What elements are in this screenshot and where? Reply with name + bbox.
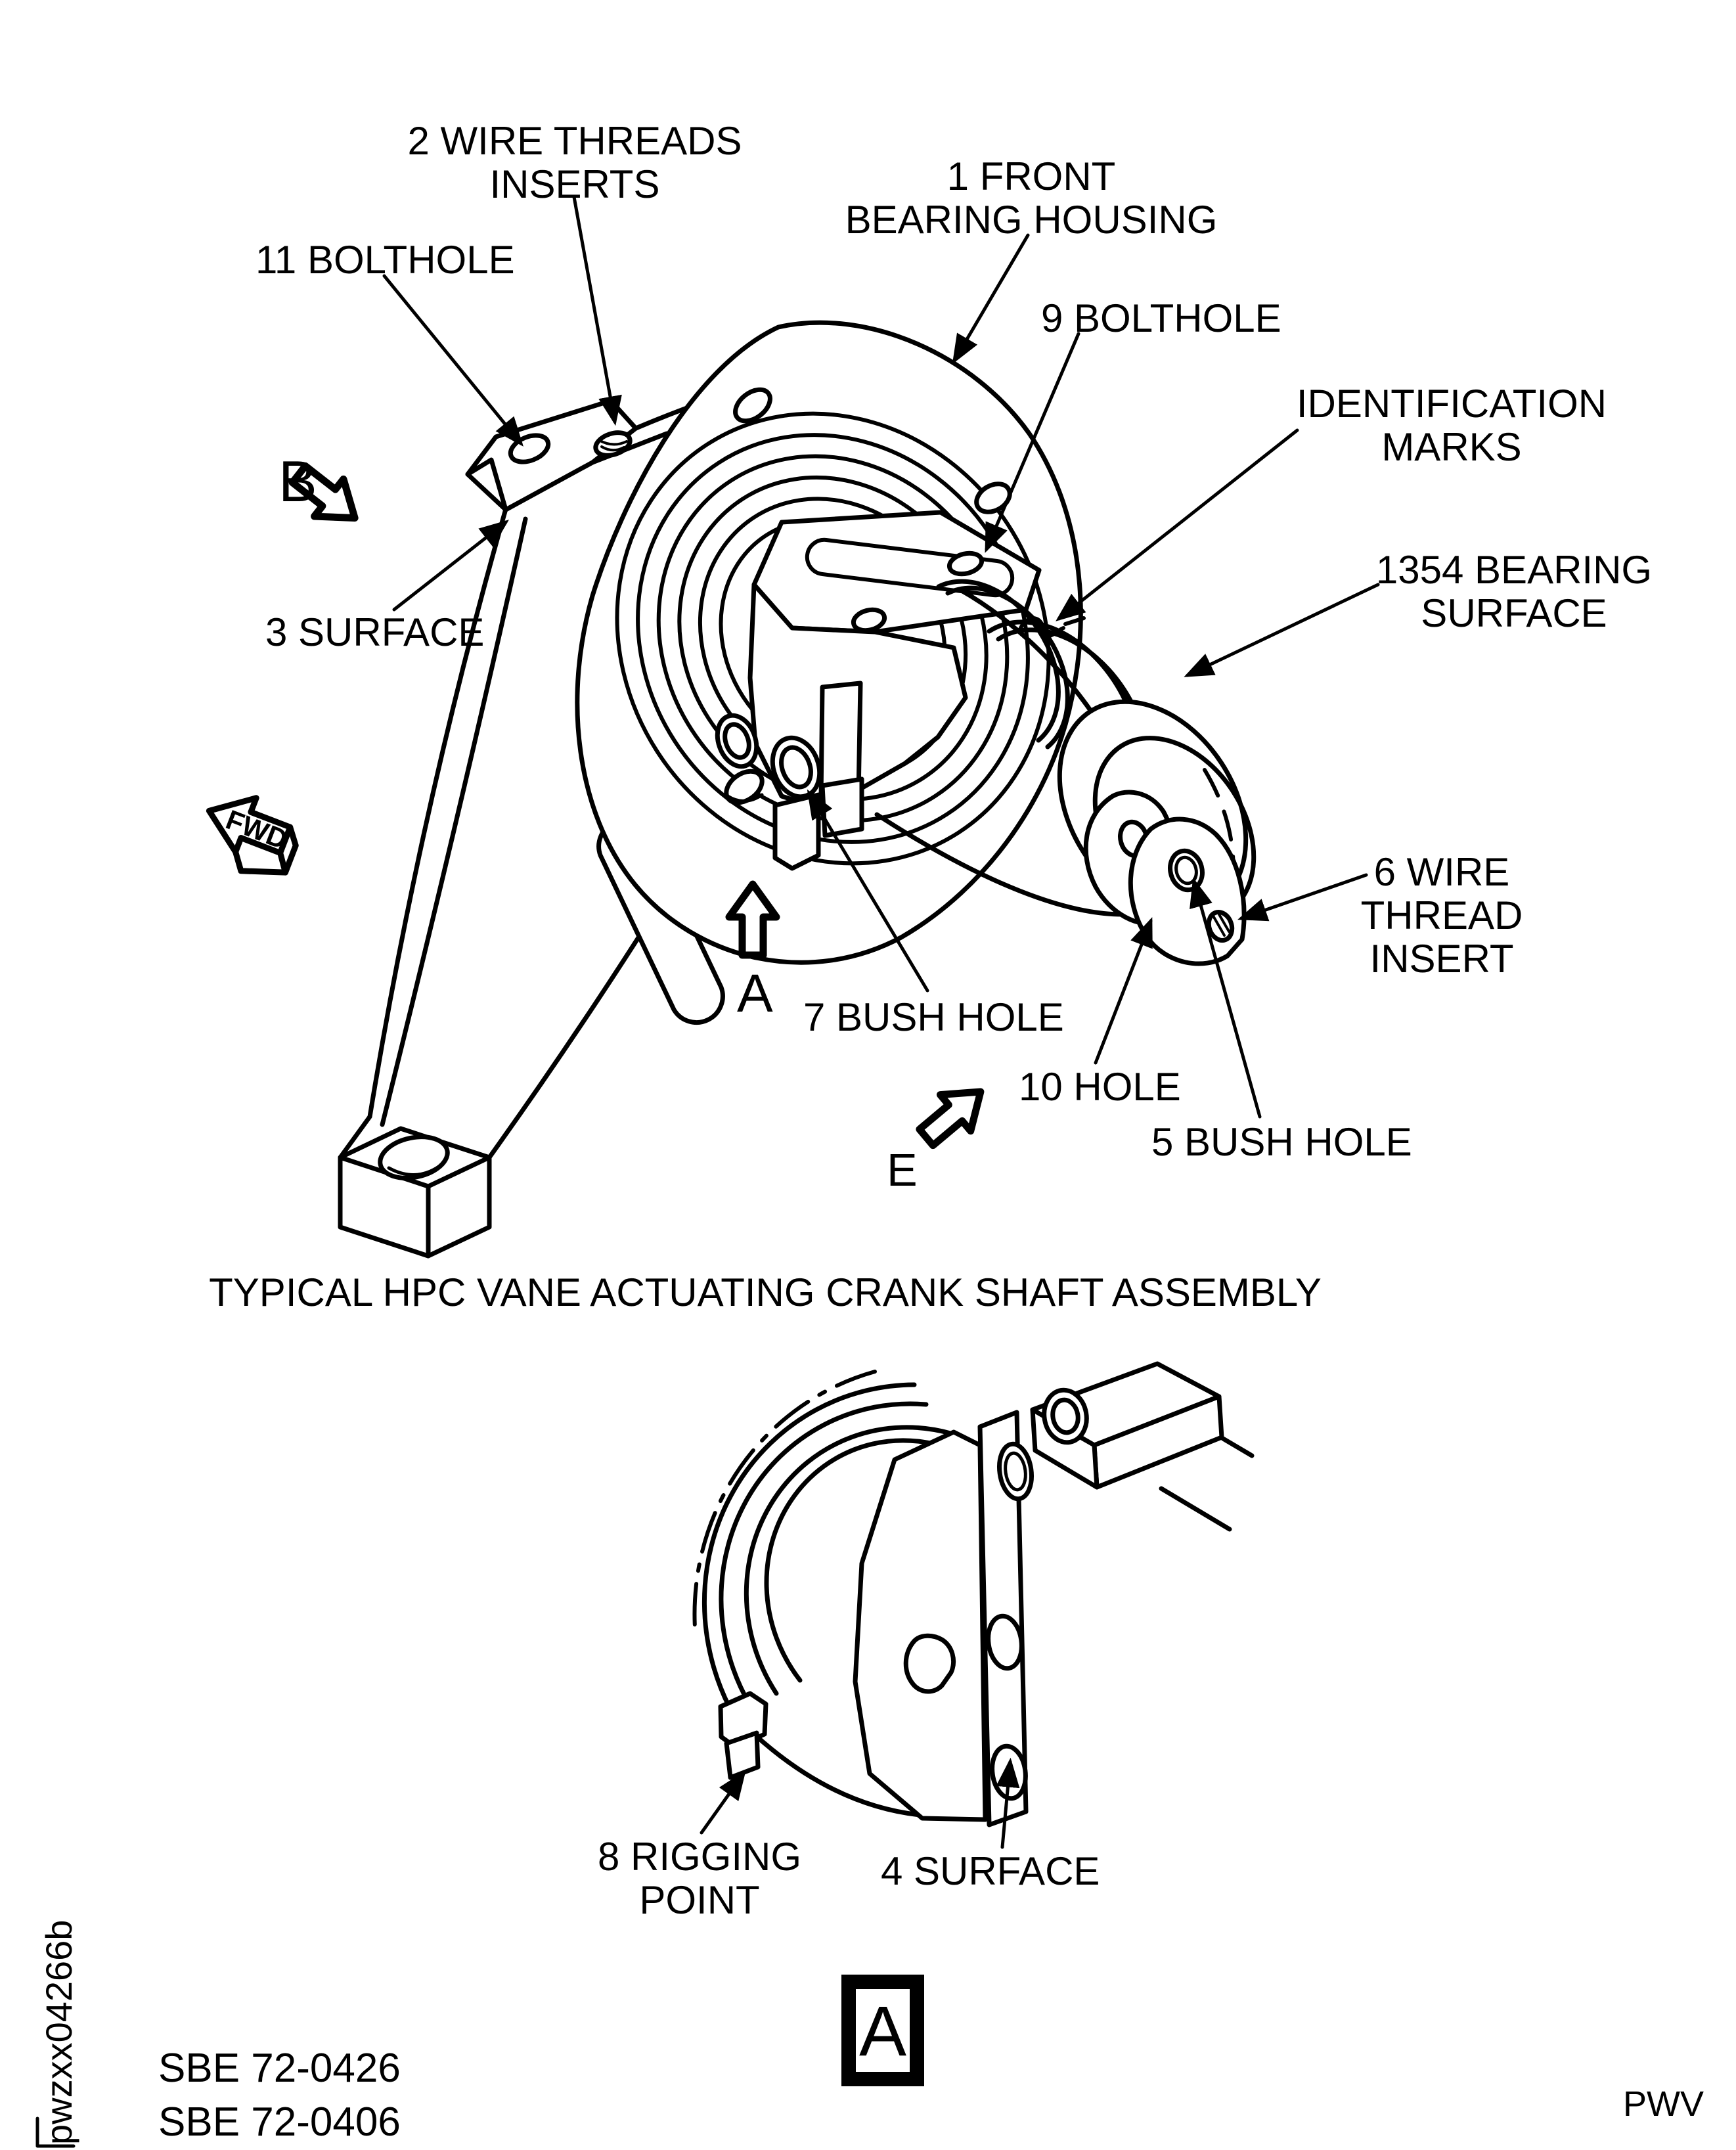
- view-e-arrow-icon: [916, 1088, 985, 1150]
- fwd-arrow-icon: FWD: [206, 795, 299, 876]
- bracket-arm: [338, 398, 725, 1259]
- view-letter-a: A: [737, 964, 773, 1023]
- leader-lines: [382, 195, 1380, 1119]
- callout-bush-hole-5: 5 BUSH HOLE: [1151, 1120, 1412, 1164]
- callout-front-bearing-housing: 1 FRONT BEARING HOUSING: [845, 154, 1218, 242]
- view-b-arrow-icon: [288, 462, 359, 522]
- callout-bush-hole-7: 7 BUSH HOLE: [803, 995, 1064, 1039]
- callout-surface-3: 3 SURFACE: [265, 610, 485, 654]
- publisher-code: PWV: [1623, 2084, 1704, 2124]
- callout-surface-4: 4 SURFACE: [881, 1849, 1100, 1893]
- figure-caption: TYPICAL HPC VANE ACTUATING CRANK SHAFT A…: [209, 1270, 1322, 1314]
- view-letter-e: E: [887, 1144, 918, 1196]
- drawing-id-vertical: pwzxx04266b: [38, 1919, 79, 2145]
- callout-rigging-point-8: 8 RIGGING POINT: [597, 1835, 802, 1922]
- crank-hub: [715, 510, 1042, 871]
- callout-hole-10: 10 HOLE: [1019, 1065, 1181, 1109]
- callout-bearing-surface-1354: 1354 BEARING SURFACE: [1375, 548, 1653, 635]
- reference-sbe-1: SBE 72-0426: [158, 2046, 401, 2091]
- callout-wire-threads-inserts: 2 WIRE THREADS INSERTS: [407, 119, 742, 206]
- callout-bolthole-9: 9 BOLTHOLE: [1041, 296, 1281, 340]
- detail-view-letter: A: [858, 1990, 907, 2071]
- callout-bolthole-11: 11 BOLTHOLE: [256, 238, 515, 282]
- view-letter-b: B: [278, 449, 317, 514]
- reference-sbe-2: SBE 72-0406: [158, 2099, 401, 2145]
- callout-identification-marks: IDENTIFICATION MARKS: [1296, 382, 1607, 469]
- callout-wire-thread-insert-6: 6 WIRE THREAD INSERT: [1360, 850, 1523, 981]
- detail-view-drawing: [692, 1361, 1255, 1849]
- view-a-arrow-icon: [725, 880, 780, 959]
- detail-view-identifier-box: A: [841, 1975, 924, 2086]
- corner-bracket-mark: [35, 2116, 76, 2148]
